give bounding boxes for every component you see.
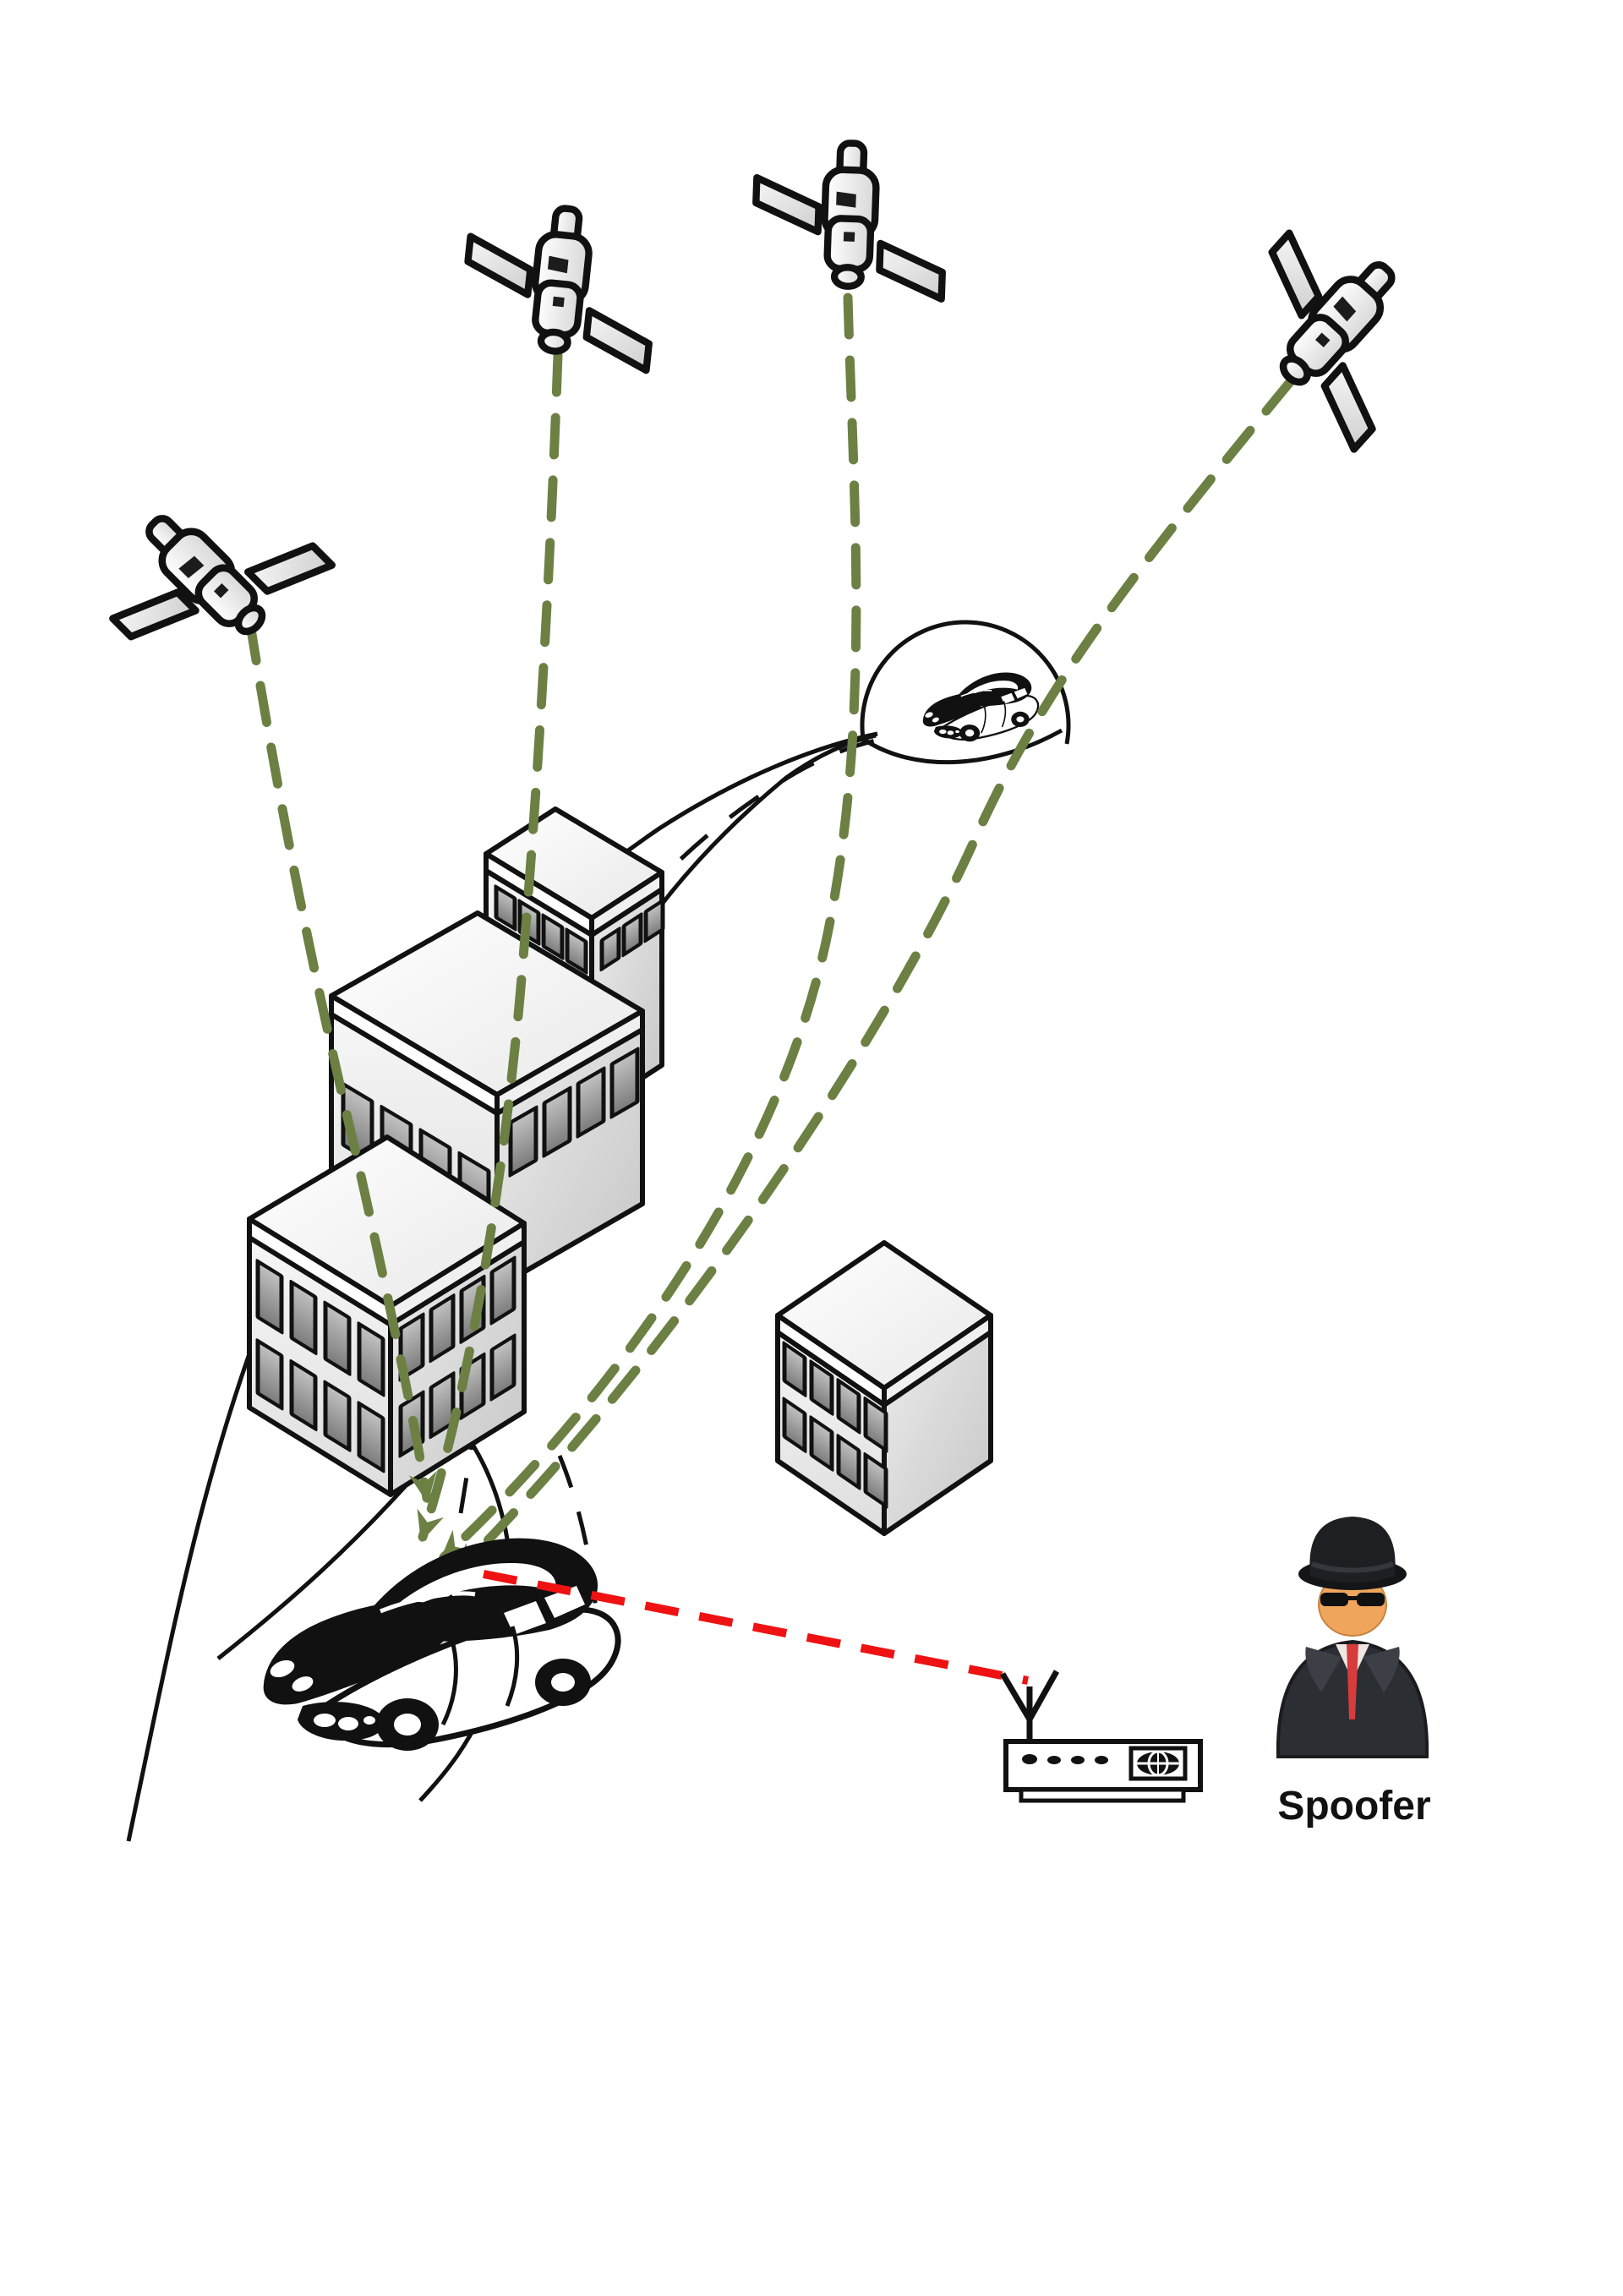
building-windows — [255, 1259, 385, 1473]
spy-collar-right — [1363, 1647, 1400, 1692]
gnss-signal-line-2 — [417, 350, 563, 1543]
transmitter-base — [1019, 1787, 1186, 1803]
gnss-signal-line-3 — [439, 292, 861, 1562]
gnss-signal-line-1 — [245, 619, 437, 1504]
building-windows — [494, 884, 588, 975]
spy-collar-left — [1305, 1647, 1342, 1692]
road-under-circle-edge — [864, 728, 1063, 765]
building-windows — [782, 1341, 888, 1509]
target-car-icon — [264, 1539, 618, 1751]
false-position-circle — [860, 620, 1071, 745]
spy-hat-crown — [1309, 1517, 1396, 1583]
gps-satellite-icon-4 — [1210, 205, 1458, 450]
building-windows — [599, 898, 665, 972]
radio-transmitter-icon — [999, 1670, 1203, 1803]
spoofed-position-car-icon — [921, 671, 1040, 743]
spy-tie — [1347, 1644, 1358, 1719]
building-right — [775, 1240, 993, 1536]
building-parapet — [882, 1313, 993, 1408]
gps-satellite-icon-2 — [458, 199, 662, 370]
spoofing-signal-line — [483, 1570, 1029, 1685]
globe-icon — [1137, 1750, 1179, 1777]
building-windows — [508, 1047, 640, 1178]
spy-sunglasses-icon — [1320, 1593, 1385, 1606]
spy-spoofer-icon — [1276, 1517, 1429, 1758]
gnss-signal-lines — [245, 292, 1295, 1576]
spoofer-label: Spoofer — [1277, 1784, 1430, 1829]
antenna-v-icon — [999, 1670, 1060, 1721]
building-parapet — [589, 870, 664, 938]
building-parapet — [495, 1009, 645, 1116]
spy-hat-band — [1310, 1561, 1395, 1573]
road-fork-centerline-dashed — [557, 1455, 601, 1651]
globe-panel — [1128, 1746, 1188, 1781]
transmitter-ports — [1022, 1754, 1108, 1764]
gps-satellite-icon-3 — [753, 140, 947, 299]
gps-satellite-icon-1 — [85, 455, 332, 702]
